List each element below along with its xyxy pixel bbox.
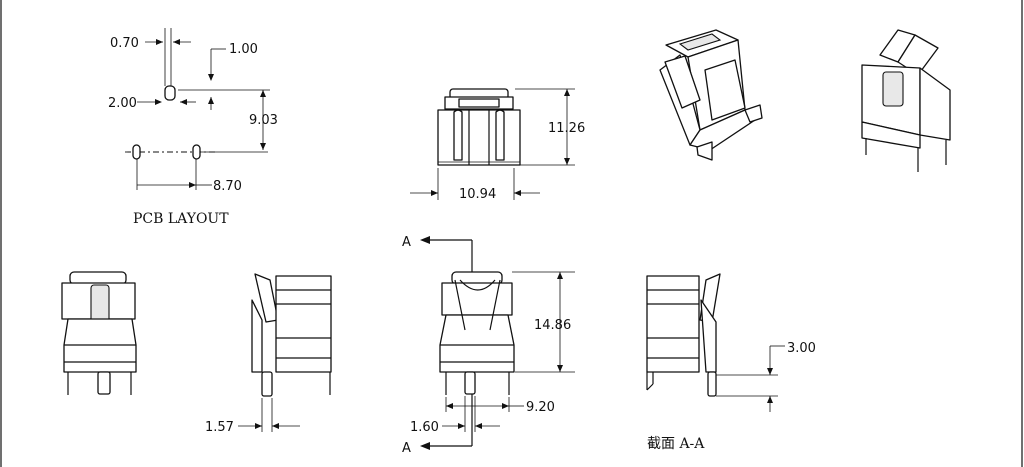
dim-pin-width: 1.60 bbox=[410, 420, 439, 435]
dim-col-pitch: 8.70 bbox=[213, 179, 242, 194]
cut-label-bottom: A bbox=[402, 441, 411, 456]
dim-row-pitch: 9.03 bbox=[249, 113, 278, 128]
front-view: 11.26 10.94 bbox=[410, 88, 585, 202]
dim-pad-width: 0.70 bbox=[110, 36, 139, 51]
cut-label-top: A bbox=[402, 235, 411, 250]
dim-pad-length: 2.00 bbox=[108, 96, 137, 111]
dim-side-pin-width: 1.57 bbox=[205, 420, 234, 435]
isometric-view-2 bbox=[861, 29, 951, 172]
dim-front-width: 10.94 bbox=[459, 187, 496, 202]
section-view: A A 14.86 9.20 1.60 bbox=[402, 235, 575, 456]
bottom-front-view bbox=[61, 271, 137, 395]
dim-pin-spacing: 9.20 bbox=[526, 400, 555, 415]
pcb-layout-view: 0.70 1.00 2.00 9.03 8.70 PCB bbox=[108, 28, 278, 227]
bottom-side-view: 1.57 bbox=[205, 273, 332, 435]
isometric-view-1 bbox=[659, 29, 763, 161]
section-detail-view: 3.00 截面 A-A bbox=[646, 273, 816, 452]
dim-pad-offset: 1.00 bbox=[229, 42, 258, 57]
pcb-layout-caption: PCB LAYOUT bbox=[133, 211, 229, 227]
dim-section-height: 14.86 bbox=[534, 318, 571, 333]
dim-standoff: 3.00 bbox=[787, 341, 816, 356]
section-detail-caption: 截面 A-A bbox=[647, 436, 705, 452]
dim-front-height: 11.26 bbox=[548, 121, 585, 136]
